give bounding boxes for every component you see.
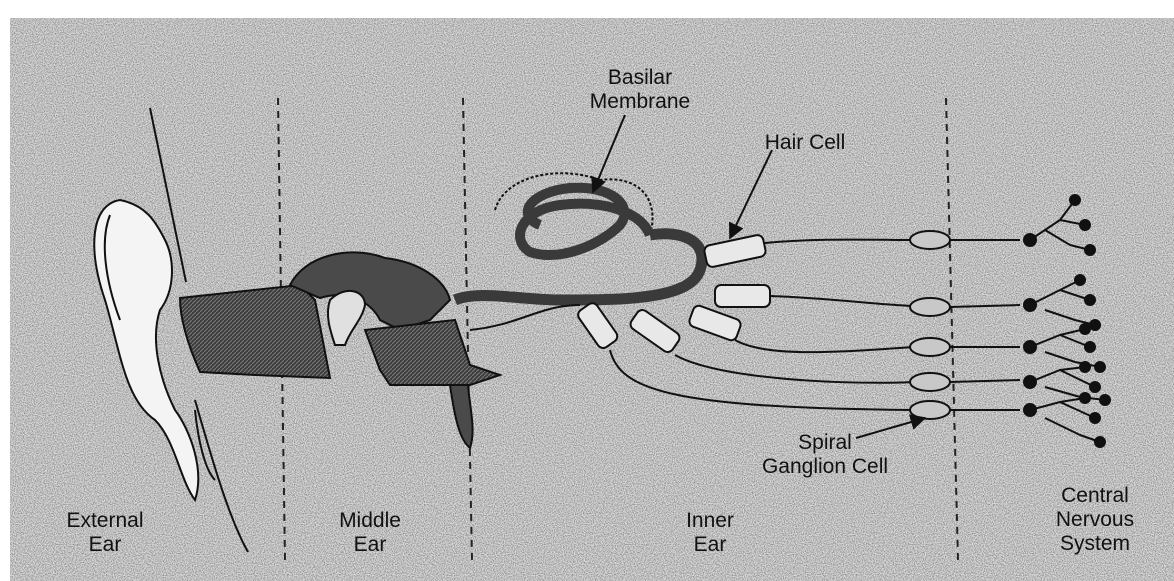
ear-canal: [180, 285, 330, 378]
section-label-central-nervous-system: Central Nervous System: [1025, 484, 1165, 556]
callout-basilar-membrane: Basilar Membrane: [560, 66, 720, 114]
section-label-middle-ear: Middle Ear: [310, 509, 430, 557]
section-label-inner-ear: Inner Ear: [650, 509, 770, 557]
section-label-external-ear: External Ear: [35, 509, 175, 557]
callout-spiral-ganglion-cell: Spiral Ganglion Cell: [745, 431, 905, 479]
callout-hair-cell: Hair Cell: [735, 131, 875, 155]
